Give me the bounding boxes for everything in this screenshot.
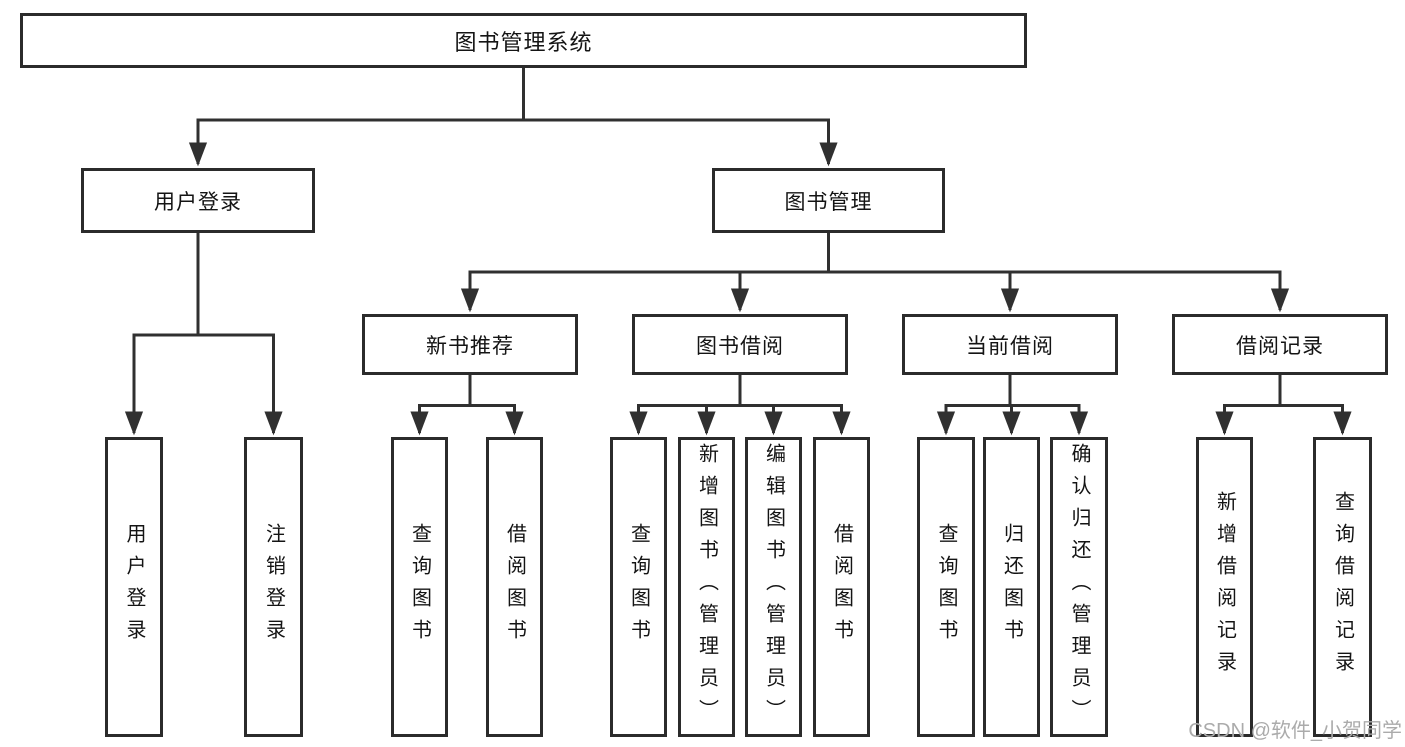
node-book-borrow: 图书借阅 [632,314,848,375]
leaf-user-login: 用户登录 [105,437,163,737]
connector-br-leaf2 [1278,375,1352,436]
leaf-cb-confirm-admin: 确认归还（管理员） [1050,437,1108,737]
leaf-bb-edit-admin-label: 编辑图书（管理员） [762,443,785,731]
csdn-watermark: CSDN @软件_小贺同学 [1188,720,1402,742]
connector-br-leaf1 [1215,375,1282,436]
node-book-borrow-label: 图书借阅 [696,334,784,358]
connector-login-leaf1 [124,233,200,436]
leaf-bb-edit-admin: 编辑图书（管理员） [745,437,802,737]
node-book-mgmt-branch: 图书管理 [712,168,945,233]
node-root: 图书管理系统 [20,13,1027,68]
connector-mgmt-record [827,233,1290,313]
leaf-bb-borrow: 借阅图书 [813,437,870,737]
connector-bb-leaf4 [738,375,851,436]
leaf-newbook-query: 查询图书 [391,437,448,737]
connector-root-user-login [188,68,525,167]
node-book-mgmt-branch-label: 图书管理 [784,190,873,214]
leaf-br-add-label: 新增借阅记录 [1213,491,1236,683]
connector-newbook-leaf1 [410,375,472,436]
leaf-newbook-borrow-label: 借阅图书 [503,523,526,651]
connector-newbook-leaf2 [468,375,524,436]
connector-bb-leaf2 [697,375,742,436]
leaf-newbook-borrow: 借阅图书 [486,437,543,737]
node-user-login-branch-label: 用户登录 [154,190,242,214]
node-user-login-branch: 用户登录 [81,168,315,233]
leaf-bb-borrow-label: 借阅图书 [830,523,853,651]
leaf-cb-return: 归还图书 [983,437,1040,737]
connector-root-book-mgmt [522,68,838,167]
leaf-br-add: 新增借阅记录 [1196,437,1253,737]
node-current-borrow: 当前借阅 [902,314,1118,375]
node-borrow-record-label: 借阅记录 [1236,334,1324,358]
connector-mgmt-borrow [730,233,830,313]
leaf-cb-query: 查询图书 [917,437,975,737]
leaf-cb-confirm-admin-label: 确认归还（管理员） [1068,443,1090,731]
leaf-bb-query-label: 查询图书 [627,523,650,651]
leaf-bb-add-admin: 新增图书（管理员） [678,437,735,737]
leaf-logout-label: 注销登录 [262,523,285,651]
leaf-logout: 注销登录 [244,437,303,737]
leaf-br-query: 查询借阅记录 [1313,437,1372,737]
leaf-br-query-label: 查询借阅记录 [1331,491,1354,683]
node-borrow-record: 借阅记录 [1172,314,1388,375]
leaf-bb-add-admin-label: 新增图书（管理员） [695,443,718,731]
leaf-cb-return-label: 归还图书 [1000,523,1023,651]
connector-cb-leaf3 [1008,375,1089,436]
node-new-book-rec-label: 新书推荐 [426,334,514,358]
node-new-book-rec: 新书推荐 [362,314,578,375]
leaf-bb-query: 查询图书 [610,437,667,737]
connector-login-leaf2 [196,233,283,436]
leaf-newbook-query-label: 查询图书 [408,523,431,651]
connector-cb-leaf1 [936,375,1012,436]
node-root-label: 图书管理系统 [454,29,593,55]
leaf-cb-query-label: 查询图书 [935,523,957,651]
leaf-user-login-label: 用户登录 [123,523,145,651]
node-current-borrow-label: 当前借阅 [966,334,1054,358]
